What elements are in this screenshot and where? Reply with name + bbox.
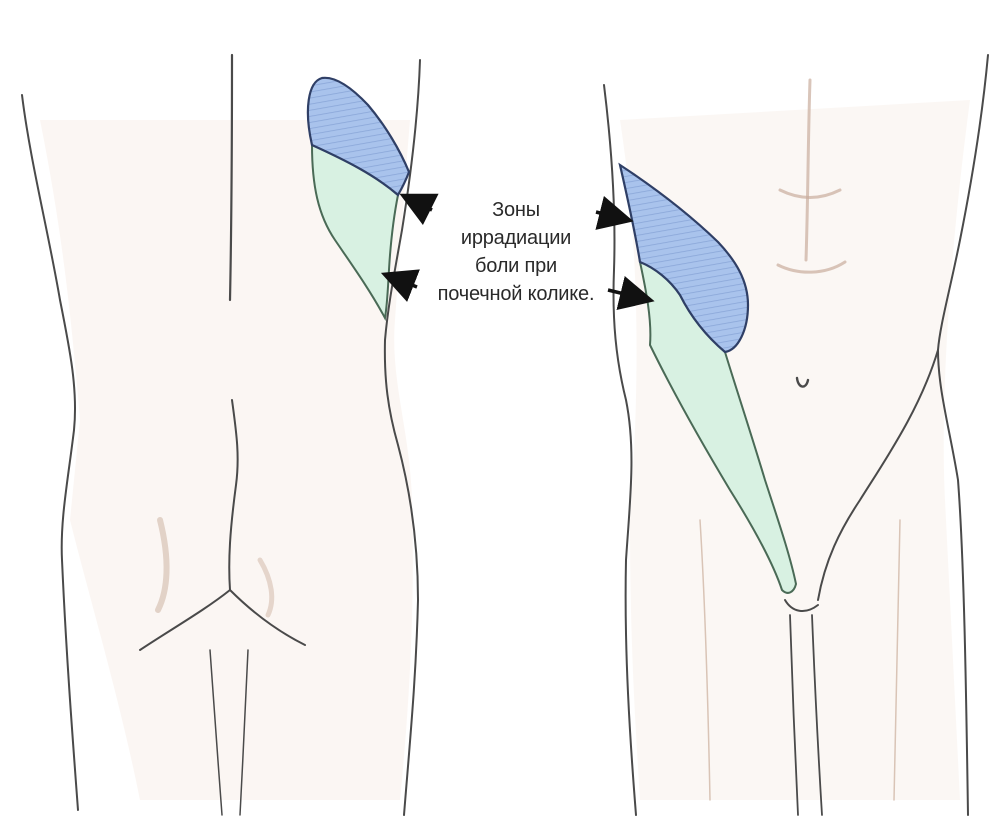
front-view-figure <box>604 55 988 815</box>
zones-caption: Зоны иррадиации боли при почечной колике… <box>416 196 616 308</box>
caption-line-1: Зоны <box>416 196 616 224</box>
caption-line-4: почечной колике. <box>416 280 616 308</box>
caption-line-2: иррадиации <box>416 224 616 252</box>
caption-line-3: боли при <box>416 252 616 280</box>
